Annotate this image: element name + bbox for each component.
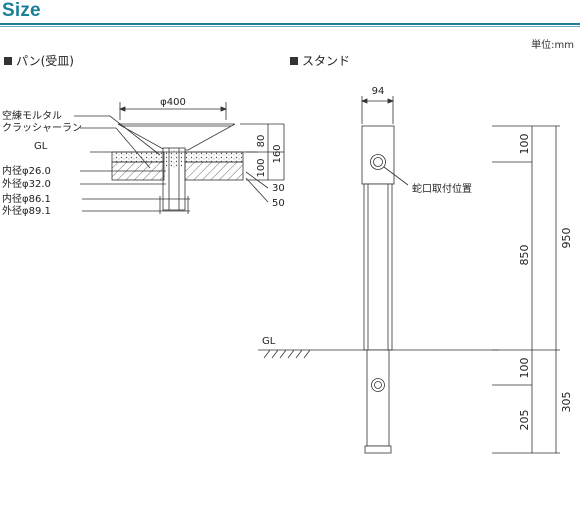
pan-gl-label: GL bbox=[34, 141, 48, 152]
pan-funnel bbox=[117, 123, 236, 151]
stand-buried bbox=[366, 349, 390, 447]
stand-post bbox=[363, 183, 393, 351]
faucet-hole-inner bbox=[373, 157, 383, 167]
stand-dim-950: 950 bbox=[560, 228, 573, 249]
pan-pipe-fill bbox=[166, 150, 182, 168]
pan-dim-160: 160 bbox=[272, 144, 283, 163]
pan-dim-arrows bbox=[118, 106, 228, 112]
header: Size bbox=[0, 0, 580, 27]
stand-heading-text: スタンド bbox=[302, 54, 351, 68]
title-rule bbox=[0, 23, 580, 25]
unit-label: 単位:mm bbox=[531, 40, 574, 51]
pipe-dim-label-3: 内径φ86.1 bbox=[2, 192, 51, 205]
pan-dim-80: 80 bbox=[256, 135, 267, 148]
pan-dim-50: 50 bbox=[272, 198, 285, 209]
pan-dim-100: 100 bbox=[256, 158, 267, 177]
buried-hole-outer bbox=[371, 378, 385, 392]
pipe-dim-label-1: 内径φ26.0 bbox=[2, 164, 51, 177]
stand-gl-label: GL bbox=[262, 336, 276, 347]
stand-dim-arrows bbox=[360, 98, 395, 104]
stand-heading: スタンド bbox=[290, 52, 350, 69]
pan-callout-30 bbox=[245, 171, 269, 189]
title-rule-thin bbox=[0, 26, 580, 27]
stand-dim-100-top: 100 bbox=[518, 134, 531, 155]
faucet-leader bbox=[383, 166, 409, 186]
stand-dim-205: 205 bbox=[518, 410, 531, 431]
material-mortar-label: 空練モルタル bbox=[2, 109, 62, 122]
stand-base bbox=[364, 445, 392, 454]
stand-dim-100-bottom: 100 bbox=[518, 358, 531, 379]
square-bullet-icon bbox=[4, 56, 12, 65]
pan-dim-30: 30 bbox=[272, 183, 285, 194]
buried-hole-inner bbox=[374, 381, 382, 389]
stand-width-label: 94 bbox=[372, 86, 385, 97]
ground-hatch bbox=[263, 349, 311, 359]
pan-heading: パン(受皿) bbox=[4, 52, 74, 69]
leader-crusher bbox=[80, 127, 151, 169]
pan-mortar-right bbox=[184, 151, 244, 163]
faucet-hole-outer bbox=[370, 154, 386, 170]
pan-heading-text: パン(受皿) bbox=[16, 54, 74, 68]
page-title: Size bbox=[2, 0, 41, 21]
stand-head bbox=[361, 125, 395, 185]
material-crusher-label: クラッシャーラン bbox=[2, 122, 82, 134]
pan-drawing bbox=[74, 102, 285, 214]
pipe-dim-label-2: 外径φ32.0 bbox=[2, 177, 51, 190]
pan-diameter-label: φ400 bbox=[160, 97, 186, 108]
pipe-dim-label-4: 外径φ89.1 bbox=[2, 204, 51, 217]
stand-drawing bbox=[258, 96, 560, 454]
leader-mortar bbox=[74, 115, 161, 156]
stand-dim-850: 850 bbox=[518, 245, 531, 266]
pan-callout-50 bbox=[245, 177, 269, 203]
pan-crusher-right bbox=[184, 161, 244, 181]
stand-dim-305: 305 bbox=[560, 392, 573, 413]
square-bullet-icon bbox=[290, 56, 298, 65]
faucet-position-label: 蛇口取付位置 bbox=[412, 182, 472, 195]
